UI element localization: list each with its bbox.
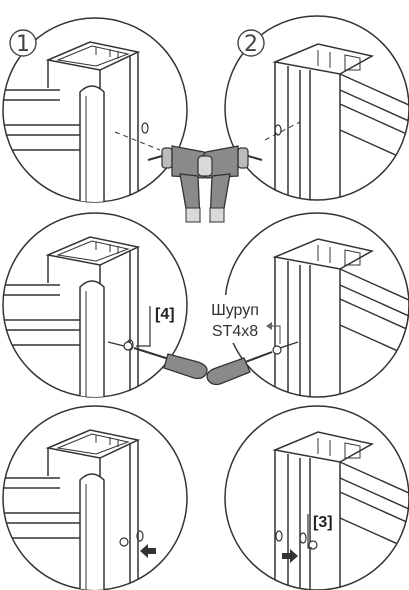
arrow-icon bbox=[282, 549, 298, 563]
screw-label: Шуруп ST4x8 bbox=[200, 295, 270, 343]
panel-step-5 bbox=[2, 405, 188, 590]
screw-icon bbox=[272, 341, 299, 355]
arrow-icon bbox=[266, 322, 281, 344]
part-ref-4: [4] bbox=[136, 306, 175, 347]
svg-text:[3]: [3] bbox=[313, 514, 333, 531]
svg-text:1: 1 bbox=[16, 32, 30, 57]
drill-icon bbox=[197, 145, 263, 223]
step-number-1: 1 bbox=[9, 29, 37, 57]
panel-step-1 bbox=[2, 17, 188, 203]
panel-step-6 bbox=[224, 405, 409, 590]
part-ref-3: [3] bbox=[307, 514, 333, 549]
screwdriver-icon bbox=[133, 347, 208, 380]
svg-text:2: 2 bbox=[244, 32, 258, 57]
svg-text:Шуруп: Шуруп bbox=[211, 302, 259, 319]
panel-step-2 bbox=[224, 15, 409, 201]
arrow-icon bbox=[140, 544, 156, 558]
screwdriver-icon bbox=[206, 351, 273, 386]
step-number-2: 2 bbox=[237, 29, 265, 57]
svg-text:ST4x8: ST4x8 bbox=[212, 323, 258, 340]
screw-icon bbox=[107, 341, 133, 351]
svg-text:[4]: [4] bbox=[155, 306, 175, 323]
